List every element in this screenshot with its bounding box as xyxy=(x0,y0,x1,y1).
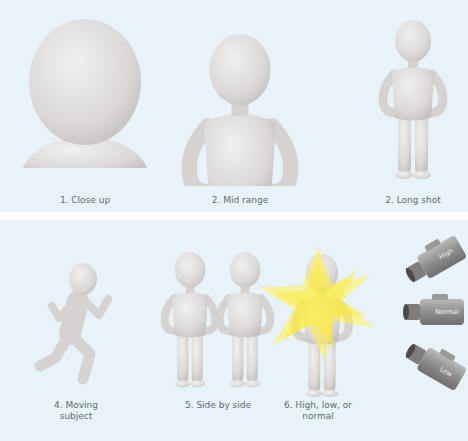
caption: 5. Side by side xyxy=(163,400,273,411)
light-burst xyxy=(260,247,374,359)
side-figure xyxy=(220,252,271,387)
camera-label: Normal xyxy=(435,308,459,316)
moving-figure-head xyxy=(69,263,97,295)
side-figure xyxy=(165,252,216,387)
camera-normal xyxy=(403,294,464,325)
caption: 2. Mid range xyxy=(185,195,295,206)
panel xyxy=(0,220,468,441)
camera-label: High xyxy=(438,247,455,261)
camera-label: Low xyxy=(438,365,453,378)
caption: 4. Moving subject xyxy=(45,400,107,422)
caption: 1. Close up xyxy=(30,195,140,206)
camera-low xyxy=(401,334,468,391)
moving-figure xyxy=(40,299,108,379)
caption: 2. Long shot xyxy=(363,195,463,206)
long-shot-figure xyxy=(383,20,443,179)
camera-high xyxy=(399,230,467,287)
mid-range-figure xyxy=(189,34,291,186)
close-up-figure xyxy=(20,19,150,168)
caption: 6. High, low, or normal xyxy=(272,400,364,422)
